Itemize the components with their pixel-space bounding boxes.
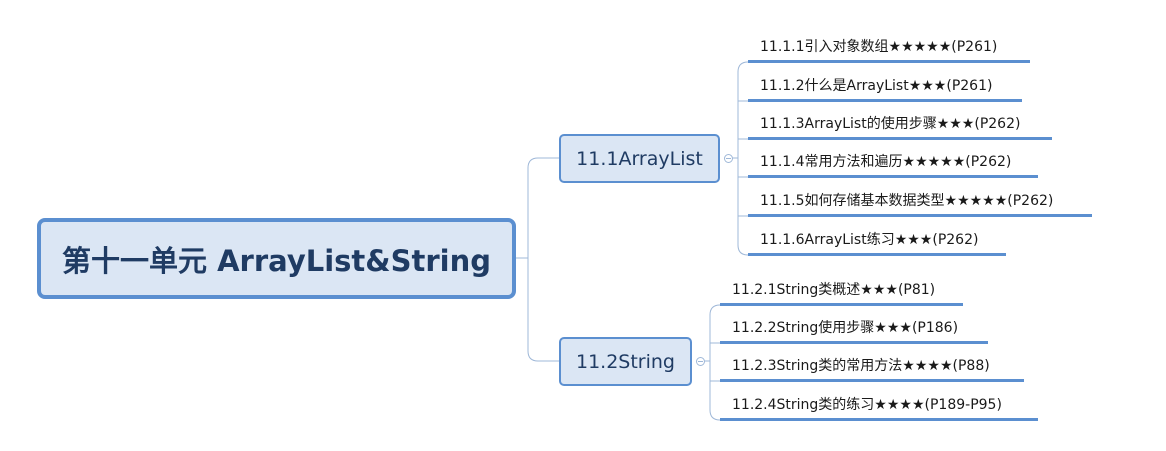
subtopic-11-1-6[interactable]: 11.1.6ArrayList练习★★★(P262) — [748, 228, 1006, 256]
branch-topic-label: 11.1ArrayList — [576, 147, 703, 170]
subtopic-11-1-1[interactable]: 11.1.1引入对象数组★★★★★(P261) — [748, 35, 1030, 63]
branch-topic-string[interactable]: 11.2String — [559, 337, 692, 386]
branch-topic-arraylist[interactable]: 11.1ArrayList — [559, 134, 720, 183]
subtopic-11-1-4[interactable]: 11.1.4常用方法和遍历★★★★★(P262) — [748, 150, 1038, 178]
root-topic[interactable]: 第十一单元 ArrayList&String — [37, 218, 516, 299]
root-topic-label: 第十一单元 ArrayList&String — [62, 243, 491, 278]
branch-topic-label: 11.2String — [575, 350, 675, 373]
collapse-toggle-icon[interactable] — [724, 154, 733, 163]
subtopic-11-2-2[interactable]: 11.2.2String使用步骤★★★(P186) — [720, 316, 988, 344]
connector-branch-1-to-leaves — [733, 61, 749, 256]
collapse-toggle-icon[interactable] — [696, 357, 705, 366]
subtopic-11-1-2[interactable]: 11.1.2什么是ArrayList★★★(P261) — [748, 74, 1022, 102]
subtopic-11-2-4[interactable]: 11.2.4String类的练习★★★★(P189-P95) — [720, 393, 1038, 421]
subtopic-11-1-5[interactable]: 11.1.5如何存储基本数据类型★★★★★(P262) — [748, 189, 1092, 217]
connector-root-to-branches — [516, 157, 559, 362]
subtopic-11-2-1[interactable]: 11.2.1String类概述★★★(P81) — [720, 278, 963, 306]
connector-branch-2-to-leaves — [705, 304, 721, 421]
subtopic-11-1-3[interactable]: 11.1.3ArrayList的使用步骤★★★(P262) — [748, 112, 1052, 140]
subtopic-11-2-3[interactable]: 11.2.3String类的常用方法★★★★(P88) — [720, 354, 1024, 382]
